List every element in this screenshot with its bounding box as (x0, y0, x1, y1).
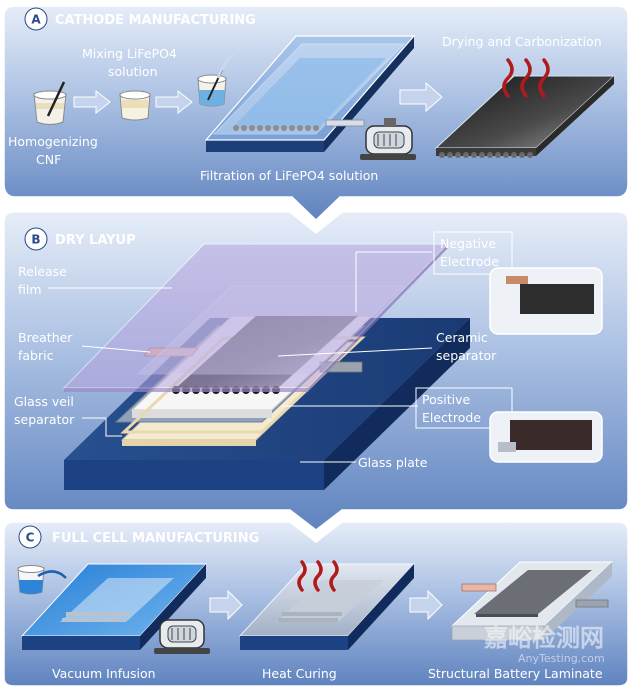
label-positive-line1: Positive (422, 392, 470, 407)
label-breather-line1: Breather (18, 330, 73, 345)
panel-c-badge (18, 525, 42, 549)
label-negative-line2: Electrode (440, 254, 499, 269)
mixing-beaker-icon (119, 90, 151, 121)
arrow-a1-icon (73, 89, 111, 115)
label-ceramic-line1: Ceramic (436, 330, 488, 345)
label-heat-curing: Heat Curing (262, 666, 337, 681)
panel-a-badge (24, 7, 48, 31)
panel-b-badge-label: B (31, 233, 40, 247)
label-structural-laminate: Structural Battery Laminate (428, 666, 603, 681)
filtration-unit (204, 35, 416, 152)
lifepo4-beaker-icon (197, 41, 264, 107)
panel-b-title: DRY LAYUP (55, 233, 136, 248)
resin-beaker-icon (17, 565, 67, 595)
positive-electrode-photo (489, 411, 603, 463)
panel-a-badge-label: A (31, 13, 41, 27)
watermark-url: AnyTesting.com (518, 652, 605, 665)
watermark-chinese: 嘉峪检测网 (484, 624, 604, 652)
label-filtration: Filtration of LiFePO4 solution (200, 168, 378, 183)
panel-full-cell-manufacturing: C FULL CELL MANUFACTURING Vacuum Infusio… (3, 521, 629, 687)
vacuum-pump-icon (360, 118, 416, 160)
panel-c-badge-label: C (26, 531, 35, 545)
heat-curing-assembly (238, 563, 416, 650)
label-glass-veil-line2: separator (14, 412, 75, 427)
arrow-a2-icon (155, 89, 193, 115)
negative-electrode-photo (489, 267, 603, 335)
homogenizing-beaker-icon (33, 81, 67, 125)
positive-electrode-callout (415, 387, 513, 429)
label-mixing-line2: solution (108, 64, 158, 79)
carbonized-cathode (434, 75, 616, 158)
structural-battery-laminate (450, 561, 614, 641)
arrow-c1-icon (209, 589, 243, 621)
label-glass-veil-line1: Glass veil (14, 394, 74, 409)
label-release-film-line2: film (18, 282, 42, 297)
panel-dry-layup: B DRY LAYUP (3, 211, 629, 531)
label-glass-plate: Glass plate (358, 455, 428, 470)
panel-c-title: FULL CELL MANUFACTURING (52, 531, 259, 546)
label-mixing-line1: Mixing LiFePO4 (82, 46, 177, 61)
vacuum-infusion-assembly (20, 563, 208, 650)
arrow-a3-icon (399, 81, 443, 113)
label-homogenizing-line1: Homogenizing (8, 134, 98, 149)
label-positive-line2: Electrode (422, 410, 481, 425)
label-breather-line2: fabric (18, 348, 54, 363)
label-vacuum-infusion: Vacuum Infusion (52, 666, 156, 681)
label-ceramic-line2: separator (436, 348, 497, 363)
vacuum-pump-c-icon (154, 619, 210, 654)
negative-electrode-callout (433, 231, 513, 275)
arrow-c2-icon (409, 589, 443, 621)
label-negative-line1: Negative (440, 236, 496, 251)
panel-b-badge (24, 227, 48, 251)
heat-wave-icon (502, 58, 550, 98)
heat-wave-c-icon (297, 560, 339, 592)
label-homogenizing-line2: CNF (36, 152, 61, 167)
callout-lines (48, 251, 433, 463)
label-release-film-line1: Release (18, 264, 67, 279)
panel-a-title: CATHODE MANUFACTURING (55, 13, 256, 28)
panel-cathode-manufacturing: A CATHODE MANUFACTURING Homogenizing CNF… (3, 5, 629, 222)
label-drying: Drying and Carbonization (442, 34, 602, 49)
